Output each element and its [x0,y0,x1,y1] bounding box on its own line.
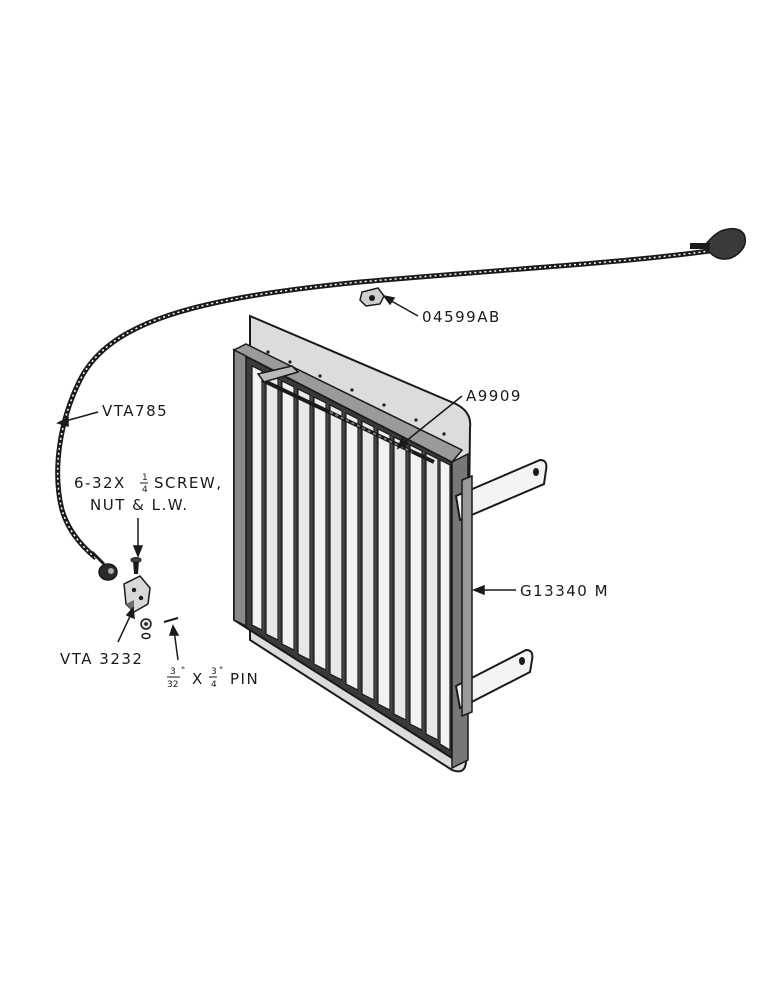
label-pin-inch-marks: " [181,666,185,676]
shutter-vanes [251,365,451,752]
leader-lines [55,294,516,661]
lock-washer-icon [141,632,151,640]
panel-rivets [266,350,446,436]
label-bracket-part-number: VTA 3232 [60,650,143,668]
label-screw-spec-suffix: SCREW, [154,474,223,492]
label-clip-part-number: 04599AB [422,308,501,326]
label-pin-frac1-num: 3 [170,667,176,677]
label-screw-spec-prefix: 6-32X [74,474,126,492]
shutter-top-bracket [256,365,300,383]
screw-and-bracket-hardware [123,557,179,640]
label-rod-part-number: A9909 [466,387,522,405]
radiator-shutter-assembly [232,314,548,773]
lower-mounting-strap [454,648,534,710]
cable-swivel-collar [98,563,118,581]
label-screw-spec-line2: NUT & L.W. [90,496,189,514]
label-cable-part-number: VTA785 [102,402,168,420]
screw-icon [133,560,139,574]
cable-t-handle-icon [705,227,747,260]
callout-labels: 04599AB A9909 VTA785 6-32X 1 4 SCREW, NU… [60,308,609,690]
label-pin-frac2-den: 4 [211,680,217,690]
upper-mounting-strap [454,458,548,522]
cable-body [55,245,731,560]
label-shutter-part-number: G13340 M [520,582,609,600]
label-screw-frac-num: 1 [142,473,148,483]
label-pin-word: PIN [230,670,259,688]
label-pin-frac2-num: 3 [211,667,217,677]
label-pin-frac1-den: 32 [167,680,178,690]
label-screw-frac-den: 4 [142,485,148,495]
label-pin-times: X [192,670,204,688]
bracket-icon [123,575,151,613]
cable-clip [359,287,385,307]
shutter-left-rail [233,348,247,628]
control-cable [55,227,747,581]
label-pin-inch-marks-2: " [219,666,223,676]
pin-icon [163,617,179,623]
